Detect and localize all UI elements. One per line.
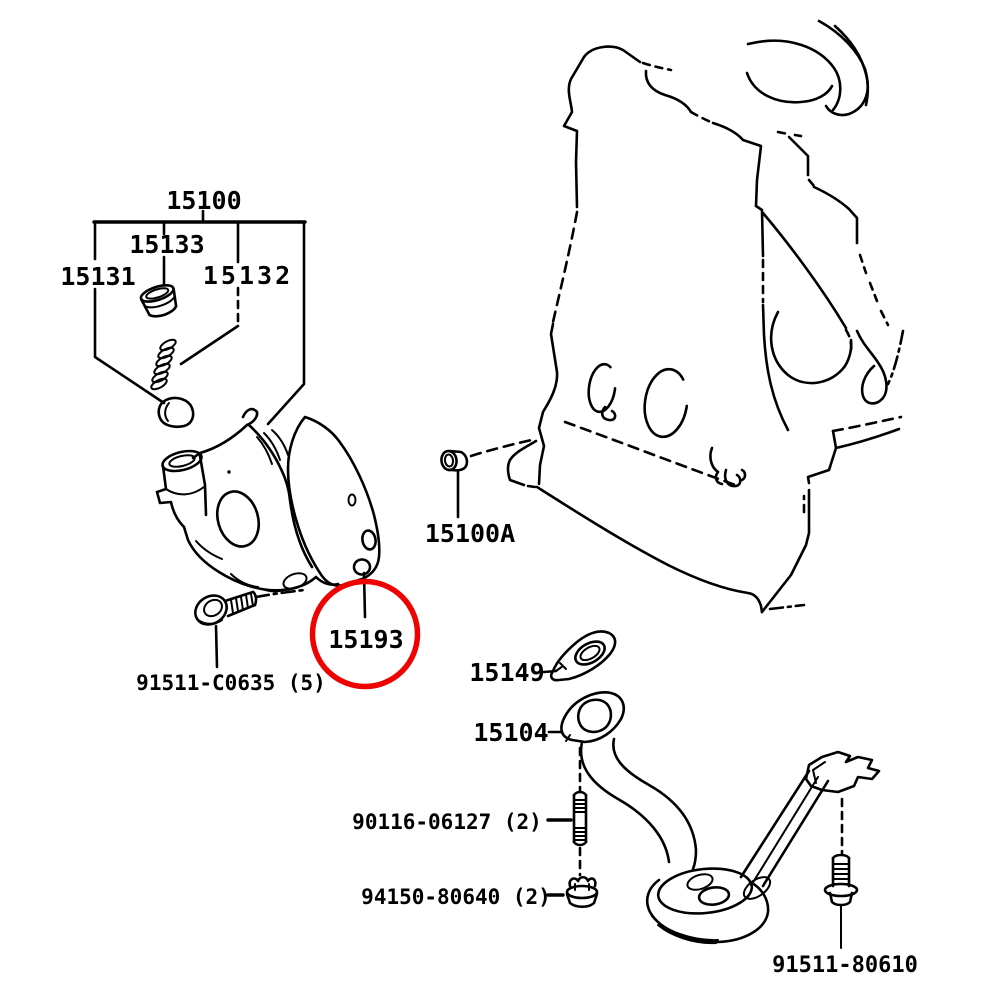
gasket-15149-drawing (544, 631, 615, 680)
highlight-group (313, 573, 418, 687)
pump-volute (211, 487, 265, 552)
nut-94150-drawing (548, 877, 597, 907)
part-label-15133: 15133 (129, 230, 204, 259)
pump-gasket-plate (288, 417, 379, 586)
bolt-91511-80610-drawing (825, 799, 857, 948)
part-label-15100A: 15100A (425, 519, 515, 548)
leader-15132 (181, 326, 238, 364)
leader-91511-C0635 (216, 626, 217, 667)
leader-15131 (95, 289, 164, 403)
part-label-15132: 15132 (203, 261, 293, 290)
part-label-91511-80610: 91511-80610 (772, 953, 918, 978)
part-label-91511-C0635: 91511-C0635 (5) (136, 671, 326, 695)
relief-valve-piston (159, 398, 193, 427)
dowel-15100A-drawing (440, 439, 536, 517)
strainer-top-plate (656, 864, 754, 918)
engine-block-drawing (508, 21, 903, 612)
part-label-15104: 15104 (473, 718, 548, 747)
highlight-circle (313, 582, 418, 687)
strainer-bell (647, 880, 768, 942)
part-label-94150-80640: 94150-80640 (2) (361, 885, 551, 909)
pump-bolt-drawing (190, 590, 256, 667)
leader-15149 (544, 671, 556, 672)
part-label-15131: 15131 (60, 262, 135, 291)
part-label-90116-06127: 90116-06127 (2) (352, 810, 542, 834)
relief-valve-spring (150, 338, 178, 392)
strainer-15104-drawing (549, 692, 879, 943)
strainer-brace-arm (741, 771, 828, 886)
brace-bracket (806, 752, 879, 792)
part-label-15100: 15100 (166, 186, 241, 215)
stud-90116-drawing (548, 748, 586, 875)
oil-pump-drawing (157, 409, 379, 597)
relief-valve-plug (139, 282, 180, 320)
part-label-15149: 15149 (469, 658, 544, 687)
relief-valve-group (94, 211, 305, 427)
part-labels: 15100 15133 15131 15132 15100A 15193 915… (60, 186, 917, 978)
pump-inlet-opening (160, 447, 203, 474)
part-label-15193: 15193 (328, 625, 403, 654)
